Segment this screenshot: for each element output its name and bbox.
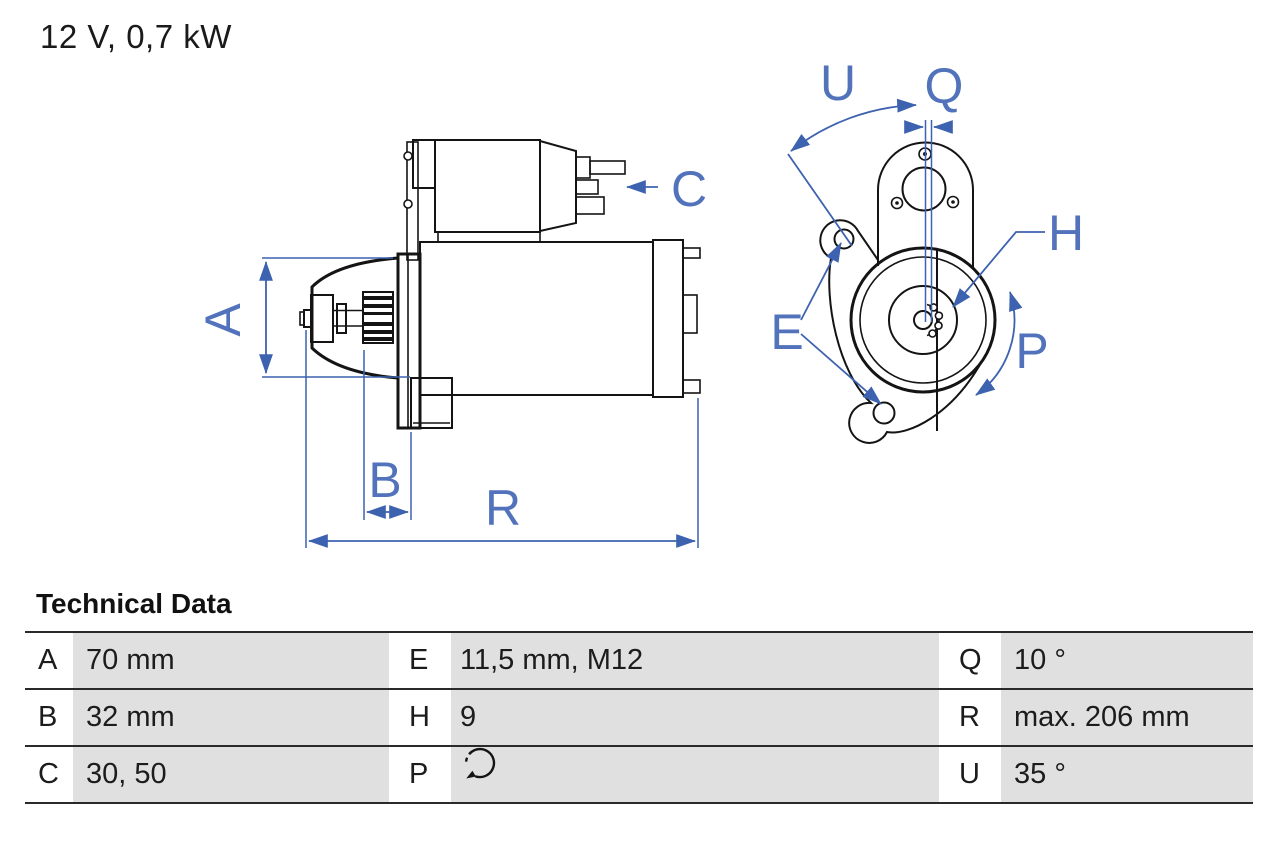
dim-u-arc: [790, 98, 917, 152]
mounting-foot: [410, 377, 453, 429]
small-hole-left-dot: [895, 201, 899, 205]
pinion-teeth: [364, 296, 392, 341]
terminal-stud: [575, 179, 599, 195]
gear-tooth: [934, 321, 943, 330]
front-view-drawing: [819, 141, 997, 444]
technical-data-table: A 70 mm E 11,5 mm, M12 Q 10 ° B 32 mm H …: [25, 631, 1253, 804]
cell-value: 10 °: [1001, 633, 1253, 688]
terminal-stud: [575, 196, 605, 215]
dim-e-leader-upper: [800, 242, 842, 321]
dim-label-a: A: [195, 303, 251, 337]
technical-data-title: Technical Data: [36, 588, 232, 619]
dim-u-slant-line: [787, 153, 853, 247]
rear-tab-bottom: [682, 379, 701, 394]
table-row: A 70 mm E 11,5 mm, M12 Q 10 °: [25, 631, 1253, 688]
small-hole-right-dot: [951, 200, 955, 204]
technical-drawing: A B R C: [195, 55, 1084, 548]
cell-label: Q: [939, 633, 1001, 688]
cell-label: C: [25, 747, 73, 802]
cell-value: 32 mm: [73, 690, 389, 745]
cell-value: max. 206 mm: [1001, 690, 1253, 745]
pinion-gear: [362, 291, 394, 344]
dim-label-b: B: [368, 452, 401, 508]
solenoid-bracket: [412, 139, 436, 189]
solenoid-end-taper: [539, 139, 577, 233]
shaft-end-tip: [299, 311, 305, 326]
cell-label: A: [25, 633, 73, 688]
gear-tooth: [934, 311, 944, 321]
flange-hole-lower: [872, 401, 896, 425]
rear-boss: [682, 294, 698, 334]
motor-body: [419, 241, 654, 396]
solenoid-body: [434, 139, 541, 233]
side-view-drawing: [299, 139, 701, 430]
table-row: B 32 mm H 9 R max. 206 mm: [25, 688, 1253, 745]
small-hole-left: [890, 196, 904, 210]
drive-inner-block: [310, 294, 334, 343]
cell-label: E: [389, 633, 451, 688]
cell-value: 11,5 mm, M12: [451, 633, 939, 688]
bearing-circle: [888, 285, 958, 355]
cell-value: 35 °: [1001, 747, 1253, 802]
shaft-collar: [336, 303, 347, 334]
dim-label-r: R: [485, 480, 521, 536]
rotation-direction-icon: [460, 742, 500, 803]
cell-label: R: [939, 690, 1001, 745]
dim-p-arc: [975, 291, 1023, 396]
side-view-dimensions: A B R C: [195, 161, 707, 548]
rear-tab-top: [682, 247, 701, 259]
small-hole-right: [946, 195, 960, 209]
table-row: C 30, 50 P U 35 °: [25, 745, 1253, 802]
cell-label: B: [25, 690, 73, 745]
cell-value: 70 mm: [73, 633, 389, 688]
terminal-stud: [575, 156, 591, 179]
dim-e-leader-lower: [800, 333, 882, 405]
cell-value: [451, 747, 939, 802]
mounting-flange-plate: [396, 252, 422, 430]
dim-label-q: Q: [925, 58, 964, 114]
flange-hole-upper: [833, 228, 855, 250]
terminal-pin: [589, 160, 626, 175]
cell-label: H: [389, 690, 451, 745]
dim-label-u: U: [820, 55, 856, 111]
rear-end-cap: [652, 239, 684, 398]
cell-label: P: [389, 747, 451, 802]
front-view-dimensions: Q U H E P: [770, 55, 1084, 405]
housing-inner-circle: [859, 256, 987, 384]
rivet: [403, 151, 413, 161]
voltage-power-spec: 12 V, 0,7 kW: [40, 18, 232, 55]
cell-value: 30, 50: [73, 747, 389, 802]
shaft-center-hole: [913, 310, 933, 330]
dim-label-e: E: [770, 304, 803, 360]
dim-label-p: P: [1015, 323, 1048, 379]
gear-tooth: [928, 329, 937, 338]
drive-end-housing: [310, 256, 399, 380]
dim-h-leader: [952, 231, 1045, 308]
dim-label-h: H: [1048, 205, 1084, 261]
solenoid-mount-band: [437, 231, 541, 243]
top-large-hole: [901, 166, 947, 212]
housing-outer-circle: [849, 246, 997, 394]
cell-value: 9: [451, 690, 939, 745]
flange-outline: [819, 219, 983, 444]
cell-label: U: [939, 747, 1001, 802]
dim-label-c: C: [671, 161, 707, 217]
rivet: [403, 199, 413, 209]
